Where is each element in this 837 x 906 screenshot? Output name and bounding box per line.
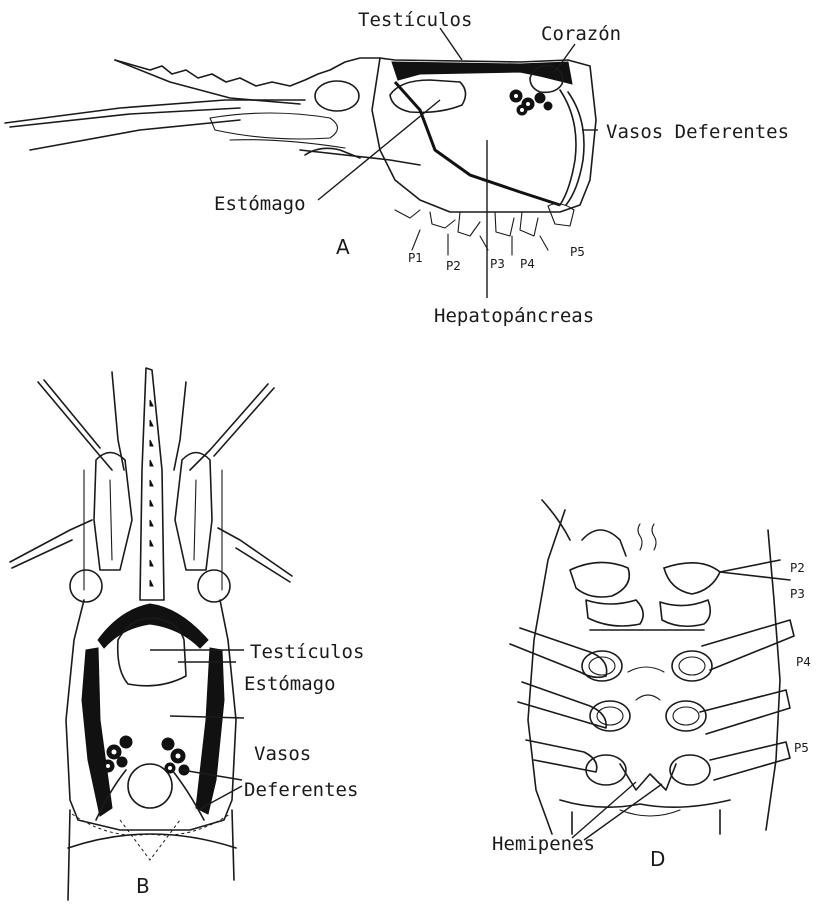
label-a-vasos-deferentes: Vasos Deferentes [606, 121, 789, 143]
figure-d-letter: D [650, 847, 665, 871]
figure-b-letter: B [136, 874, 150, 898]
figure-d-ventral-view [510, 500, 794, 834]
figure-a-labels: Testículos Corazón Vasos Deferentes Estó… [214, 9, 789, 327]
label-b-estomago: Estómago [244, 673, 336, 695]
leg-label-d-p4: P4 [796, 655, 811, 669]
coiled-tubules-a [510, 90, 552, 115]
label-a-hepatopancreas: Hepatopáncreas [434, 305, 594, 327]
leg-label-p2: P2 [446, 259, 461, 273]
label-b-testiculos: Testículos [250, 641, 364, 663]
label-d-hemipenes: Hemipenes [492, 833, 595, 855]
label-a-estomago: Estómago [214, 193, 306, 215]
figure-a-lateral-view [5, 58, 596, 255]
label-a-testiculos: Testículos [358, 9, 472, 31]
leg-label-p3: P3 [490, 257, 505, 271]
leg-label-d-p3: P3 [790, 587, 805, 601]
rostral-teeth [150, 400, 153, 586]
label-a-corazon: Corazón [541, 23, 621, 45]
coiled-tubules-b [102, 736, 189, 775]
figure-a-letter: A [336, 235, 350, 259]
leg-label-p4: P4 [520, 257, 535, 271]
leg-label-d-p2: P2 [790, 561, 805, 575]
leg-label-p5: P5 [570, 245, 585, 259]
figure-b-dorsal-view [10, 368, 292, 900]
label-b-deferentes: Deferentes [244, 779, 358, 801]
leg-label-d-p5: P5 [794, 741, 809, 755]
leg-label-p1: P1 [408, 251, 423, 265]
label-b-vasos: Vasos [254, 743, 311, 765]
